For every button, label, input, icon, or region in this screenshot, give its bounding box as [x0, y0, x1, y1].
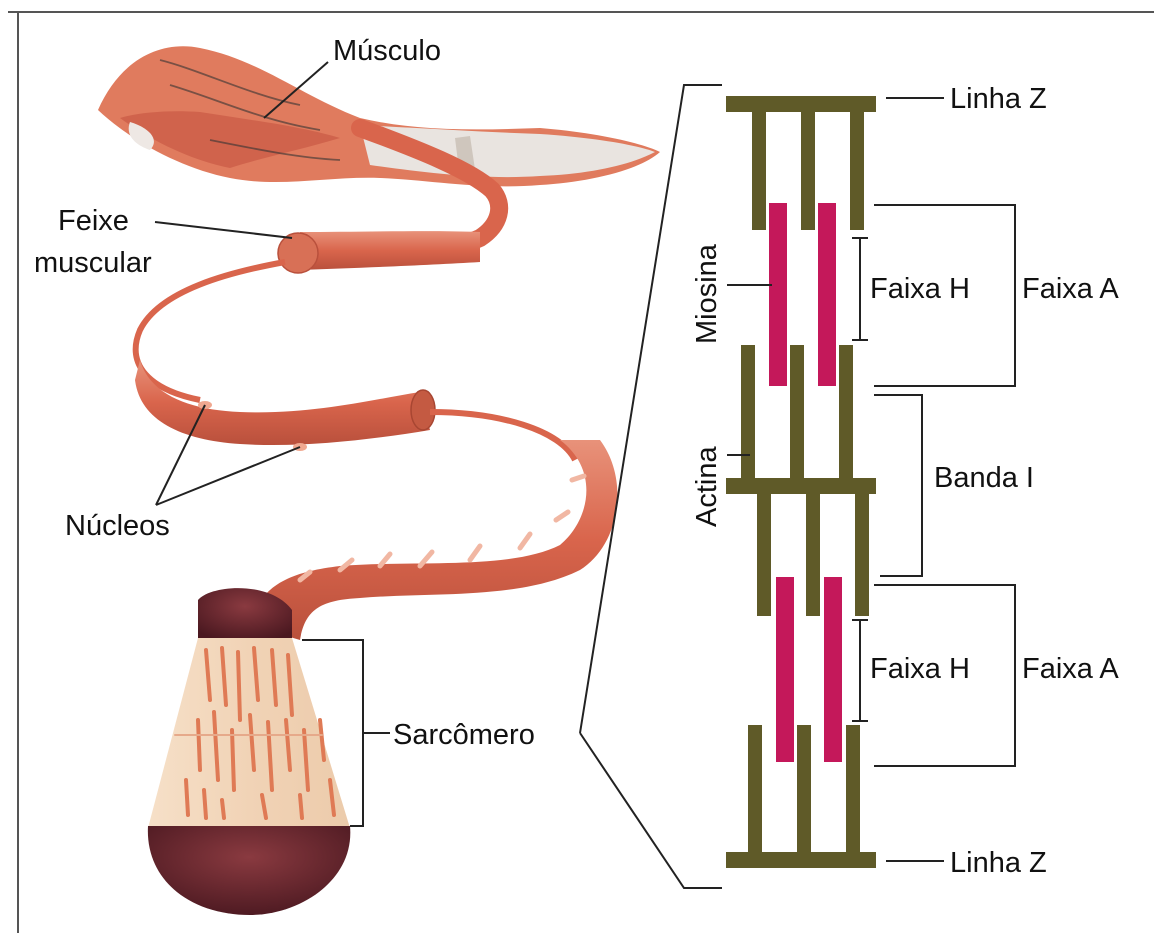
actin-filament: [757, 488, 771, 616]
label-miosina: Miosina: [691, 243, 723, 344]
myofibril-stripe: [238, 652, 240, 720]
label-feixe-line1: Feixe: [58, 205, 129, 237]
faixa-h-2-marker: [852, 620, 868, 721]
leader-feixe: [155, 222, 292, 238]
actin-filament: [790, 345, 804, 485]
label-faixa-h-2: Faixa H: [870, 653, 970, 685]
actin-filament: [855, 488, 869, 616]
actin-filament: [839, 345, 853, 485]
actin-filament: [801, 108, 815, 230]
myofibril-stripe: [300, 795, 302, 818]
myofibril-stripe: [198, 720, 200, 770]
bundle-end: [278, 233, 318, 273]
myosin-filament: [769, 203, 787, 386]
label-faixa-a-2: Faixa A: [1022, 653, 1119, 685]
myofibril-cone: [148, 588, 350, 915]
actin-filament: [741, 345, 755, 485]
leader-nucleo-2: [156, 447, 300, 505]
zoom-line-top: [580, 85, 722, 733]
myosin-filament: [818, 203, 836, 386]
myofibril-stripe: [222, 800, 224, 818]
actin-filament: [846, 725, 860, 865]
actin-filament: [752, 108, 766, 230]
actin-filament: [806, 488, 820, 616]
bottom-cut-face: [148, 826, 350, 915]
sarcomere-detail: [726, 96, 876, 868]
myosin-filament: [776, 577, 794, 762]
label-musculo: Músculo: [333, 35, 441, 67]
label-faixa-a-1: Faixa A: [1022, 273, 1119, 305]
label-linha-z-bottom: Linha Z: [950, 847, 1047, 879]
fiber-path: [135, 128, 617, 640]
label-feixe-line2: muscular: [34, 247, 152, 279]
actin-filament: [797, 725, 811, 865]
myofibril-stripe: [186, 780, 188, 815]
label-nucleos: Núcleos: [65, 510, 170, 542]
zoom-line-bottom: [580, 733, 722, 888]
myofibril-stripe: [232, 730, 234, 790]
label-linha-z-top: Linha Z: [950, 83, 1047, 115]
label-sarcomero: Sarcômero: [393, 719, 535, 751]
banda-i-bracket: [874, 395, 922, 576]
actin-filament: [748, 725, 762, 865]
faixa-h-1-marker: [852, 238, 868, 340]
actin-filament: [850, 108, 864, 230]
label-faixa-h-1: Faixa H: [870, 273, 970, 305]
label-banda-i: Banda I: [934, 462, 1034, 494]
label-actina: Actina: [691, 446, 723, 527]
myofibril-stripe: [204, 790, 206, 818]
muscle-illustration: [98, 46, 660, 186]
myosin-filament: [824, 577, 842, 762]
